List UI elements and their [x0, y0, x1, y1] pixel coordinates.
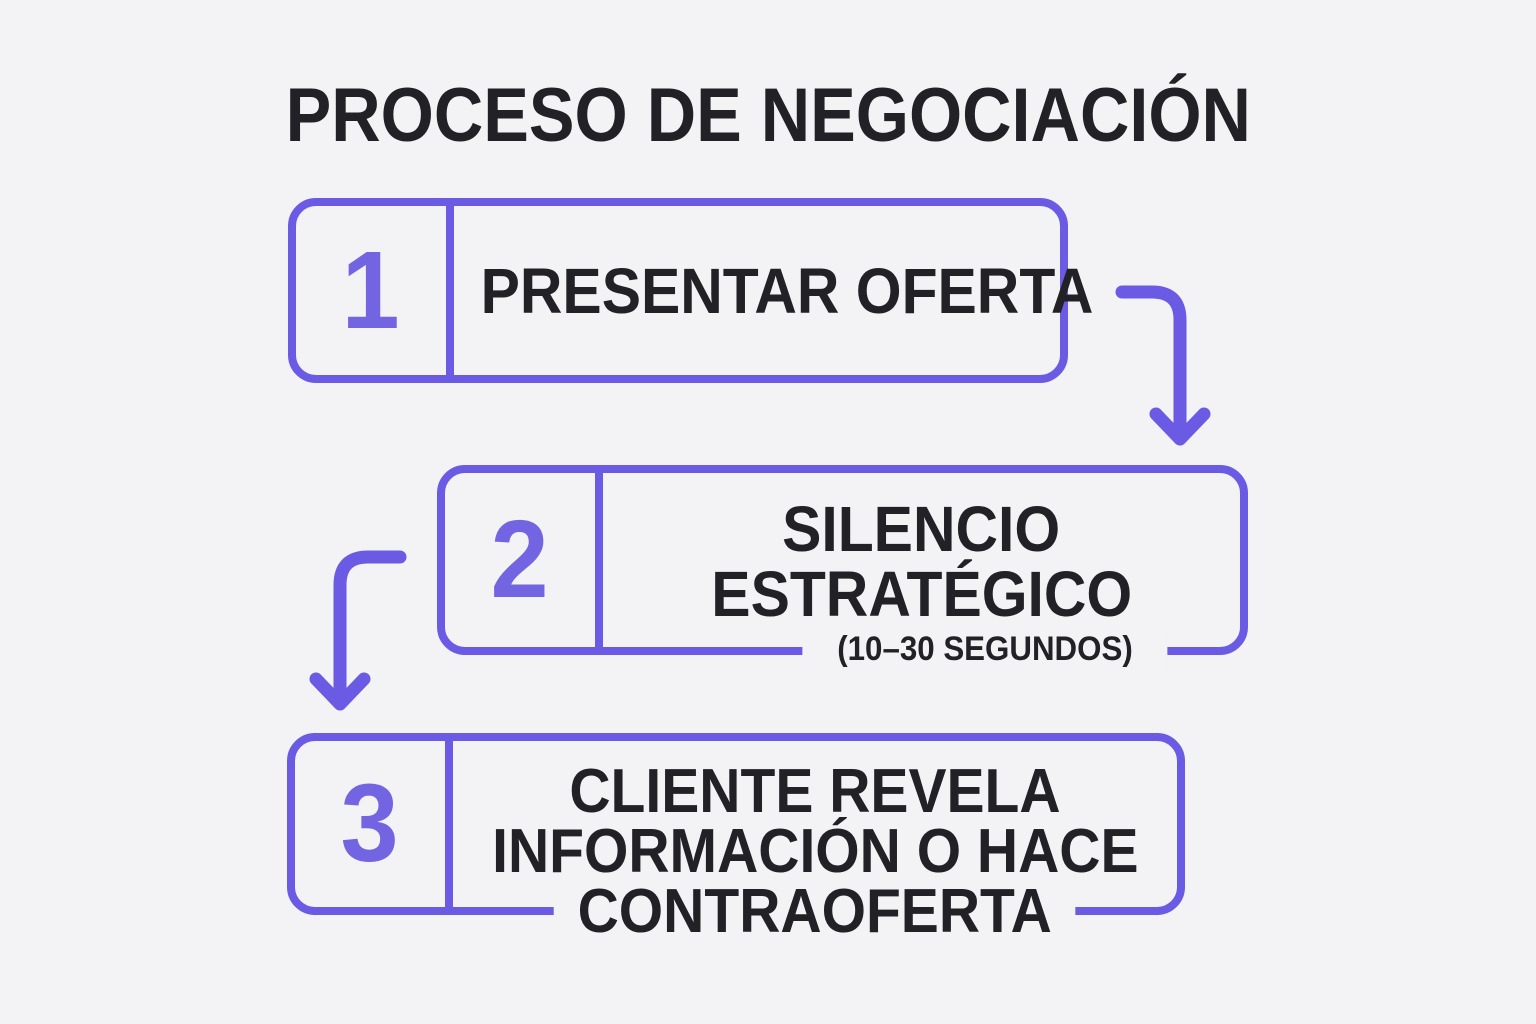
step-3-label-line-1: CLIENTE REVELA [569, 757, 1061, 826]
step-3-label-line-3: CONTRAOFERTA [553, 881, 1077, 943]
step-2-number: 2 [490, 498, 550, 621]
page-title-text: PROCESO DE NEGOCIACIÓN [285, 73, 1251, 158]
step-box-2: 2 SILENCIO ESTRATÉGICO (10–30 SEGUNDOS) [437, 465, 1248, 669]
step-1-number: 1 [341, 228, 401, 352]
step-3-label-cell: CLIENTE REVELA INFORMACIÓN O HACE CONTRA… [453, 741, 1177, 943]
step-box-3: 3 CLIENTE REVELA INFORMACIÓN O HACE CONT… [287, 733, 1185, 943]
step-1-number-cell: 1 [296, 206, 454, 375]
step-2-label-line-1: SILENCIO [782, 493, 1061, 565]
arrow-step2-to-step3-icon [309, 550, 407, 711]
step-3-number-cell: 3 [295, 741, 453, 907]
step-2-number-cell: 2 [445, 473, 603, 647]
step-2-duration-text: (10–30 SEGUNDOS) [837, 630, 1133, 668]
arrow-step1-to-step2-icon [1115, 285, 1211, 446]
step-box-1: 1 PRESENTAR OFERTA [288, 198, 1093, 383]
step-2-duration-note: (10–30 SEGUNDOS) [802, 629, 1168, 669]
step-1-label: PRESENTAR OFERTA [480, 254, 1094, 327]
step-3-label-line-2: INFORMACIÓN O HACE [491, 817, 1139, 886]
step-1-label-cell: PRESENTAR OFERTA [454, 206, 1120, 375]
page-title: PROCESO DE NEGOCIACIÓN [0, 78, 1536, 154]
step-2-label-line-2: ESTRATÉGICO [711, 558, 1132, 630]
step-2-label-cell: SILENCIO ESTRATÉGICO (10–30 SEGUNDOS) [603, 473, 1240, 669]
step-3-number: 3 [340, 762, 400, 885]
